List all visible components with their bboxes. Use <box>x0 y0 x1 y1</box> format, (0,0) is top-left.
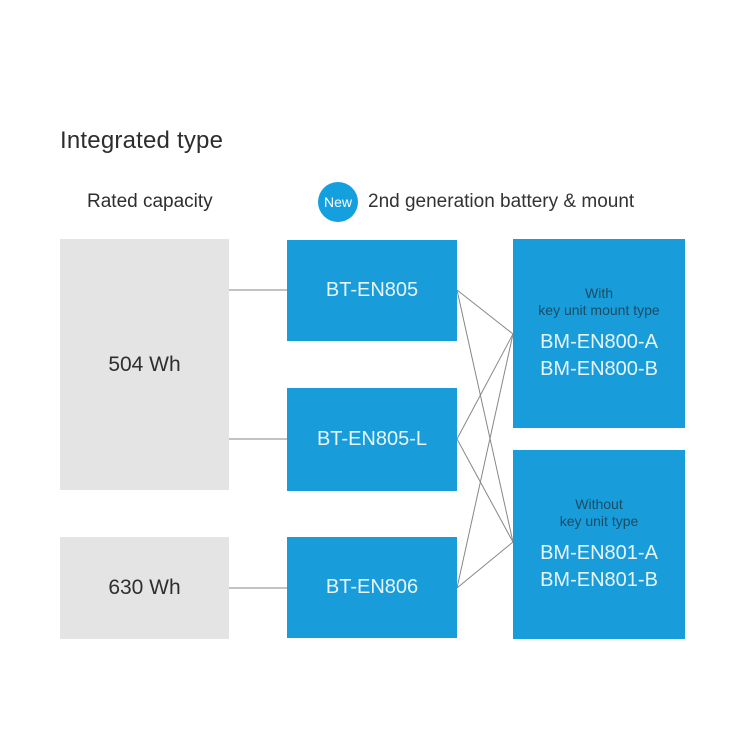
mount-models: BM-EN800-A BM-EN800-B <box>540 329 658 383</box>
capacity-label: 630 Wh <box>108 576 181 599</box>
mount-subtitle: With key unit mount type <box>538 285 659 319</box>
mount-subtitle-line2: key unit type <box>559 512 639 529</box>
mount-model: BM-EN801-B <box>540 568 658 591</box>
mount-subtitle-line1: With <box>585 284 613 301</box>
capacity-label: 504 Wh <box>108 352 181 376</box>
capacity-box-630wh: 630 Wh <box>60 537 229 639</box>
battery-box-bt-en806: BT-EN806 <box>287 537 457 638</box>
mount-box-bm-en800: With key unit mount type BM-EN800-A BM-E… <box>513 239 685 428</box>
rated-capacity-label: Rated capacity <box>87 191 213 212</box>
battery-label: BT-EN805-L <box>316 428 428 450</box>
battery-box-bt-en805: BT-EN805 <box>287 240 457 341</box>
new-badge-label: New <box>323 194 352 210</box>
page-title: Integrated type <box>60 127 224 154</box>
mount-model: BM-EN800-A <box>540 330 658 353</box>
mount-box-bm-en801: Without key unit type BM-EN801-A BM-EN80… <box>513 450 685 639</box>
mount-subtitle-line2: key unit mount type <box>538 301 660 318</box>
mount-model: BM-EN800-B <box>540 357 658 380</box>
new-caption: 2nd generation battery & mount <box>368 191 635 212</box>
mount-models: BM-EN801-A BM-EN801-B <box>540 540 658 594</box>
battery-label: BT-EN805 <box>325 279 419 301</box>
battery-box-bt-en805-l: BT-EN805-L <box>287 388 457 491</box>
mount-subtitle: Without key unit type <box>560 496 639 530</box>
mount-model: BM-EN801-A <box>540 541 658 564</box>
new-header-row: New 2nd generation battery & mount <box>318 182 634 222</box>
new-badge: New <box>318 182 358 222</box>
battery-label: BT-EN806 <box>325 576 419 598</box>
capacity-box-504wh: 504 Wh <box>60 239 229 490</box>
mount-subtitle-line1: Without <box>575 495 623 512</box>
